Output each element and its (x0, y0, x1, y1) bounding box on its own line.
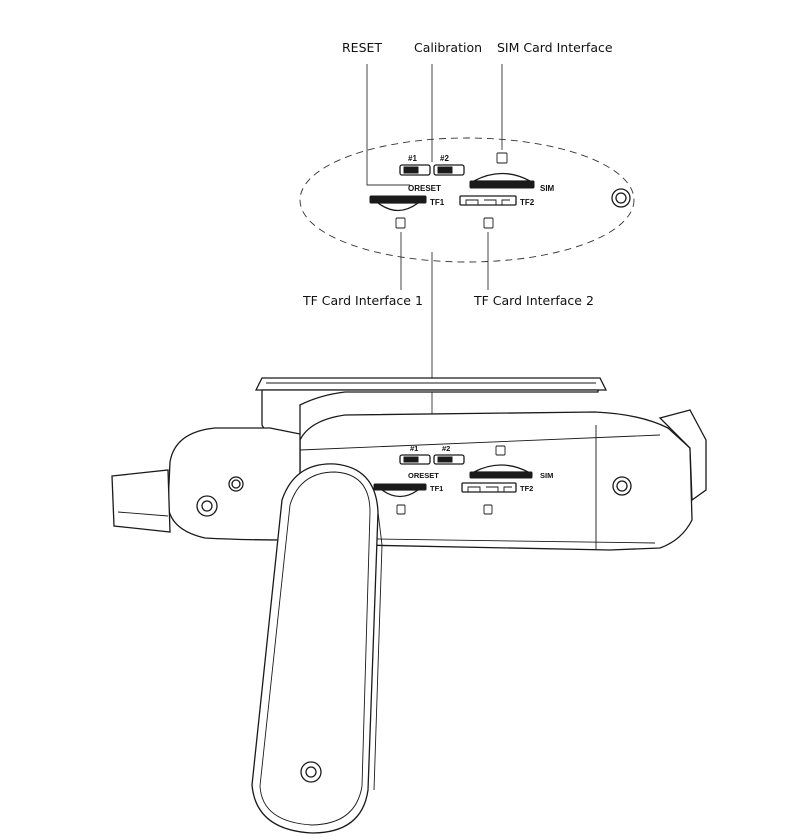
device-switch-1-slider (403, 456, 419, 463)
device-main-housing (299, 411, 693, 551)
mounting-leg (251, 463, 379, 834)
housing-edge-top (299, 434, 661, 451)
leg-screw-inner (305, 766, 317, 778)
device-tf1-slot (373, 483, 427, 491)
device-sim-card-icon (495, 445, 506, 456)
calibration-switch-2 (433, 164, 465, 176)
callout-tf-card-interface-1: TF Card Interface 1 (302, 293, 423, 308)
leader-reset (366, 64, 410, 186)
callout-calibration: Calibration (414, 40, 482, 55)
leg-screw-outer (300, 761, 322, 783)
tf2-card-icon (483, 217, 494, 229)
tf1-slot-opening (376, 202, 420, 212)
device-drawing: #1 #2 ORESET SIM TF1 TF2 (111, 377, 707, 834)
marking-tf1: TF1 (430, 198, 445, 207)
plug-line (117, 511, 169, 517)
calibration-switch-1 (399, 164, 431, 176)
device-marking-tf2: TF2 (520, 484, 533, 493)
device-tf2-card-icon (483, 504, 493, 515)
device-switch-2-slider (437, 456, 453, 463)
detail-zoom: #1 #2 ORESET SIM TF1 TF2 (299, 137, 635, 263)
mounting-leg-side (373, 511, 383, 791)
housing-screw-mid-outer (228, 476, 244, 492)
callout-sim-card-interface: SIM Card Interface (497, 40, 613, 55)
housing-screw-left-outer (196, 495, 218, 517)
left-arm (167, 427, 301, 541)
housing-screw-right-outer (612, 476, 632, 496)
marking-sim: SIM (540, 184, 555, 193)
mounting-leg-edge (259, 471, 371, 826)
sim-slot-opening (473, 172, 531, 182)
sim-slot (469, 180, 535, 189)
device-marking-sim: SIM (540, 471, 553, 480)
device-switch-2 (433, 454, 465, 465)
device-marking-switch-1: #1 (410, 444, 418, 453)
detail-screw-inner (615, 192, 627, 204)
device-top-flange (254, 377, 608, 391)
device-marking-tf1: TF1 (430, 484, 443, 493)
device-tf2-slot (461, 482, 517, 493)
device-interface-panel: #1 #2 ORESET SIM TF1 TF2 (373, 444, 553, 515)
marking-tf2: TF2 (520, 198, 535, 207)
marking-switch-2: #2 (440, 154, 449, 163)
device-marking-reset: ORESET (408, 471, 439, 480)
device-switch-1 (399, 454, 431, 465)
device-marking-switch-2: #2 (442, 444, 450, 453)
marking-reset: ORESET (408, 184, 441, 193)
marking-switch-1: #1 (408, 154, 417, 163)
detail-dashed-ellipse (299, 137, 635, 263)
housing-screw-mid-inner (231, 479, 241, 489)
device-tf2-slot-detail (467, 486, 512, 492)
calibration-switch-2-slider (437, 166, 453, 174)
housing-screw-right-inner (616, 480, 628, 492)
device-tf1-slot-opening (379, 489, 421, 498)
tf1-card-icon (395, 217, 406, 229)
left-plug (111, 469, 171, 533)
calibration-switch-1-slider (403, 166, 419, 174)
right-connector (658, 409, 707, 502)
leader-lines (366, 64, 503, 452)
sim-card-icon (496, 152, 508, 164)
tf2-slot (459, 195, 517, 206)
callout-tf-card-interface-2: TF Card Interface 2 (473, 293, 594, 308)
tf2-slot-detail (465, 199, 510, 205)
callout-reset: RESET (342, 40, 382, 55)
device-tf1-card-icon (396, 504, 406, 515)
tf1-slot (369, 195, 427, 204)
housing-screw-left-inner (201, 500, 213, 512)
device-sim-slot (469, 471, 533, 479)
detail-screw-outer (611, 188, 631, 208)
